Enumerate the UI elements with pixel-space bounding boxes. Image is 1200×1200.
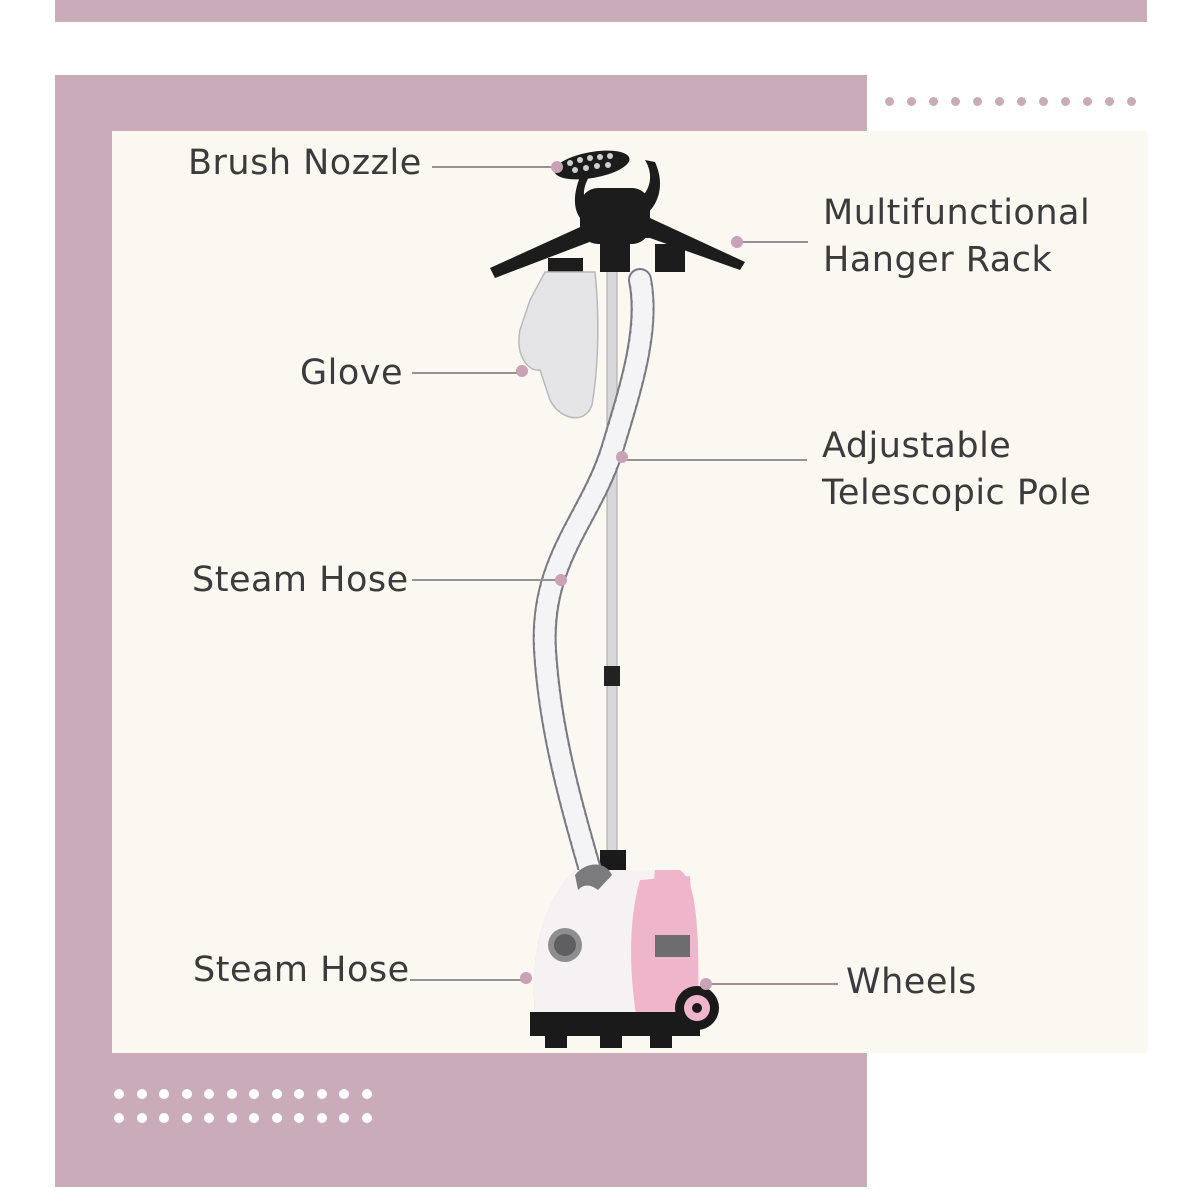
- decorative-dot: [1127, 97, 1136, 106]
- callout-dots: [516, 161, 743, 990]
- decorative-dot: [1083, 97, 1092, 106]
- decorative-dot: [114, 1089, 124, 1099]
- glove: [518, 271, 599, 419]
- decorative-dot: [249, 1089, 259, 1099]
- decorative-dot: [294, 1089, 304, 1099]
- callout-pole-line1: Adjustable: [822, 426, 1012, 466]
- wheel: [675, 986, 719, 1030]
- decorative-dot: [1017, 97, 1026, 106]
- steam-hose: [532, 268, 655, 882]
- callout-pole-line2: Telescopic Pole: [822, 473, 1092, 513]
- decorative-dot: [951, 97, 960, 106]
- decorative-dot: [226, 1089, 237, 1099]
- decorative-dot: [316, 1089, 327, 1099]
- decorative-dot: [316, 1113, 327, 1123]
- callout-brush-nozzle: Brush Nozzle: [188, 143, 422, 183]
- decorative-dot: [204, 1113, 214, 1123]
- callout-connectors: [410, 166, 838, 985]
- decorative-dot: [226, 1113, 237, 1123]
- decorative-dot: [181, 1089, 192, 1099]
- decorative-dot: [271, 1089, 282, 1099]
- decorative-dot: [159, 1089, 169, 1099]
- callout-glove: Glove: [300, 353, 404, 393]
- decorative-dot: [204, 1089, 214, 1099]
- decorative-dot: [181, 1113, 192, 1123]
- decorative-dot: [271, 1113, 282, 1123]
- telescopic-pole: [600, 249, 626, 874]
- decorative-dots-bottom: [114, 1089, 384, 1123]
- callout-hanger-rack-line2: Hanger Rack: [823, 240, 1053, 280]
- decorative-dot: [159, 1113, 169, 1123]
- decorative-dot: [249, 1113, 259, 1123]
- decorative-dot: [995, 97, 1004, 106]
- decorative-dot: [294, 1113, 304, 1123]
- callout-hanger-rack-line1: Multifunctional: [823, 193, 1091, 233]
- callout-steam-hose-upper: Steam Hose: [192, 560, 409, 600]
- decorative-dot: [136, 1113, 147, 1123]
- decorative-dot: [114, 1113, 124, 1123]
- decorative-dot: [136, 1089, 147, 1099]
- decorative-dot: [1105, 97, 1114, 106]
- decorative-dot: [1039, 97, 1048, 106]
- decorative-dot: [361, 1089, 372, 1099]
- top-accent-bar: [55, 0, 1147, 22]
- decorative-dot: [885, 97, 894, 106]
- callout-wheels: Wheels: [846, 962, 977, 1002]
- decorative-dot: [907, 97, 916, 106]
- decorative-dots-top: [885, 97, 1149, 106]
- steamer-base: [530, 864, 700, 1048]
- decorative-dot: [1061, 97, 1070, 106]
- brush-nozzle: [554, 150, 630, 180]
- hanger-rack: [490, 160, 745, 278]
- decorative-dot: [973, 97, 982, 106]
- decorative-dot: [339, 1089, 349, 1099]
- decorative-dot: [339, 1113, 349, 1123]
- decorative-dot: [929, 97, 938, 106]
- callout-steam-hose-lower: Steam Hose: [193, 950, 410, 990]
- decorative-dot: [361, 1113, 372, 1123]
